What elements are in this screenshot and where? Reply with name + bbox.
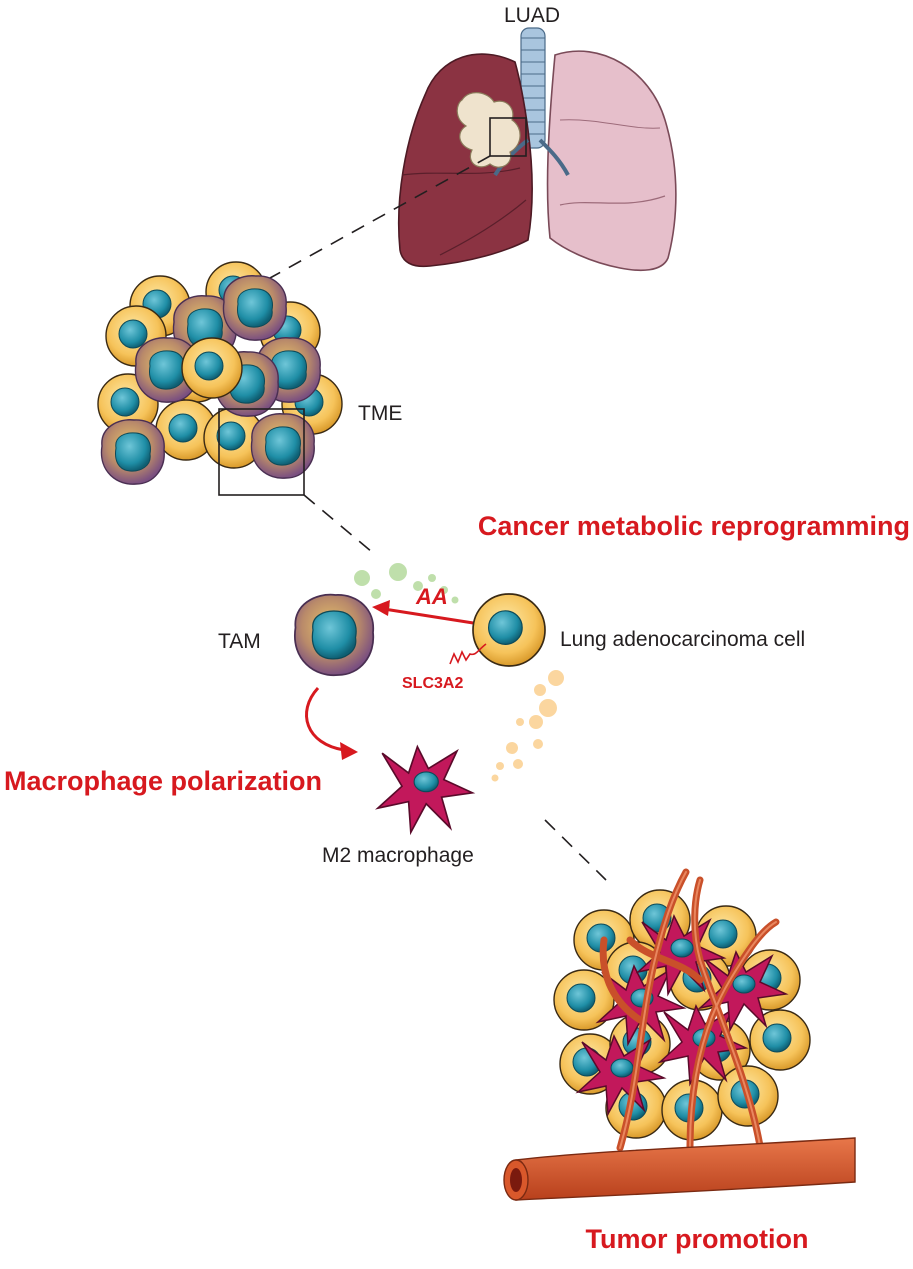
- tme-zoom-box: [218, 408, 305, 496]
- right-lung: [546, 50, 677, 272]
- connector-to-tumor: [544, 819, 607, 881]
- tme-label: TME: [358, 402, 402, 425]
- tumor-promotion-label: Tumor promotion: [586, 1224, 809, 1254]
- aa-label: AA: [415, 584, 448, 609]
- aa-arrow: [372, 600, 487, 627]
- m2-macrophage-cell: [376, 745, 474, 834]
- lung-adenocarcinoma-cell: [472, 593, 546, 667]
- tam-cell: [293, 593, 375, 677]
- blood-vessel: [503, 1137, 856, 1201]
- tumor-mass: [456, 92, 521, 168]
- polarization-arrow: [305, 686, 358, 760]
- cancer-metabolic-reprogramming-label: Cancer metabolic reprogramming: [478, 511, 910, 541]
- tam-label: TAM: [218, 630, 261, 653]
- lung-adenocarcinoma-cell-label: Lung adenocarcinoma cell: [560, 628, 805, 651]
- connector-tme-to-detail: [303, 494, 373, 553]
- luad-label: LUAD: [504, 4, 560, 27]
- tme-cluster: [97, 261, 343, 485]
- macrophage-polarization-label: Macrophage polarization: [4, 766, 322, 796]
- secreted-factors: [491, 670, 564, 782]
- connector-lung-to-tme: [269, 155, 491, 279]
- lung-zoom-box: [489, 117, 527, 157]
- slc3a2-transporter: [449, 643, 487, 665]
- left-lung: [397, 53, 533, 268]
- lungs-illustration: [397, 27, 677, 272]
- m2-macrophage-label: M2 macrophage: [322, 844, 474, 867]
- slc3a2-label: SLC3A2: [402, 675, 463, 692]
